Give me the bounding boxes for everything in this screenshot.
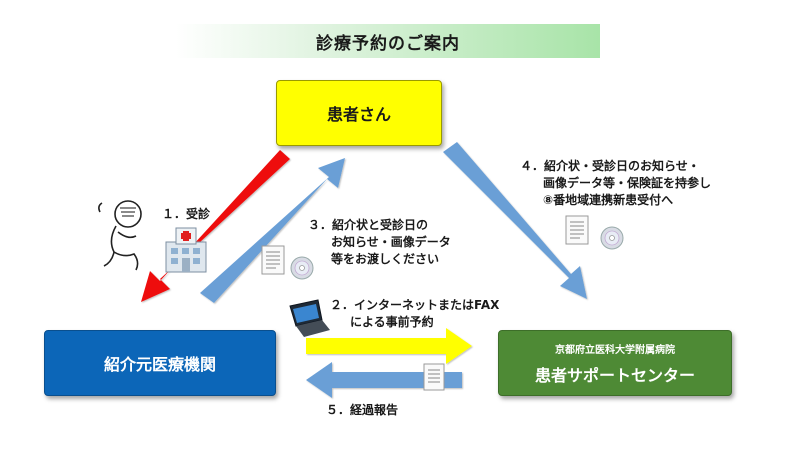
step3-label-line1: ３．紹介状と受診日の	[308, 218, 429, 232]
patient-support-center-node: 京都府立医科大学附属病院 患者サポートセンター	[498, 330, 732, 396]
step4-label-line2: 画像データ等・保険証を持参し	[543, 176, 712, 190]
hospital-name: 京都府立医科大学附属病院	[555, 344, 675, 356]
arrow-step1	[141, 150, 290, 302]
step4-label-line1: ４．紹介状・受診日のお知らせ・	[520, 159, 700, 173]
worried-person-icon	[98, 200, 142, 271]
arrow-step2	[306, 328, 472, 364]
step2-label-line1: ２．インターネットまたはFAX	[330, 298, 500, 312]
document-icon	[423, 363, 445, 391]
step2-label-line2: による事前予約	[350, 315, 434, 329]
document-icon	[261, 245, 285, 275]
laptop-icon	[289, 299, 330, 337]
step5-label: ５．経過報告	[326, 403, 399, 417]
center-name: 患者サポートセンター	[534, 365, 695, 385]
referring-institution-node: 紹介元医療機関	[44, 330, 276, 396]
cd-disc-icon	[290, 256, 314, 280]
step4-label-line3: ⑧番地域連携新患受付へ	[543, 193, 674, 207]
page-title: 診療予約のご案内	[176, 24, 600, 58]
step1-label: １．受診	[162, 207, 211, 221]
document-icon	[565, 215, 589, 245]
arrow-step5	[306, 362, 462, 398]
arrow-step4	[443, 142, 587, 299]
arrow-step3	[200, 158, 345, 303]
step3-label-line2: お知らせ・画像データ	[331, 235, 451, 249]
hospital-icon	[165, 227, 207, 273]
cd-disc-icon	[600, 226, 624, 250]
patient-node: 患者さん	[276, 80, 442, 146]
step3-label-line3: 等をお渡しください	[331, 252, 440, 266]
